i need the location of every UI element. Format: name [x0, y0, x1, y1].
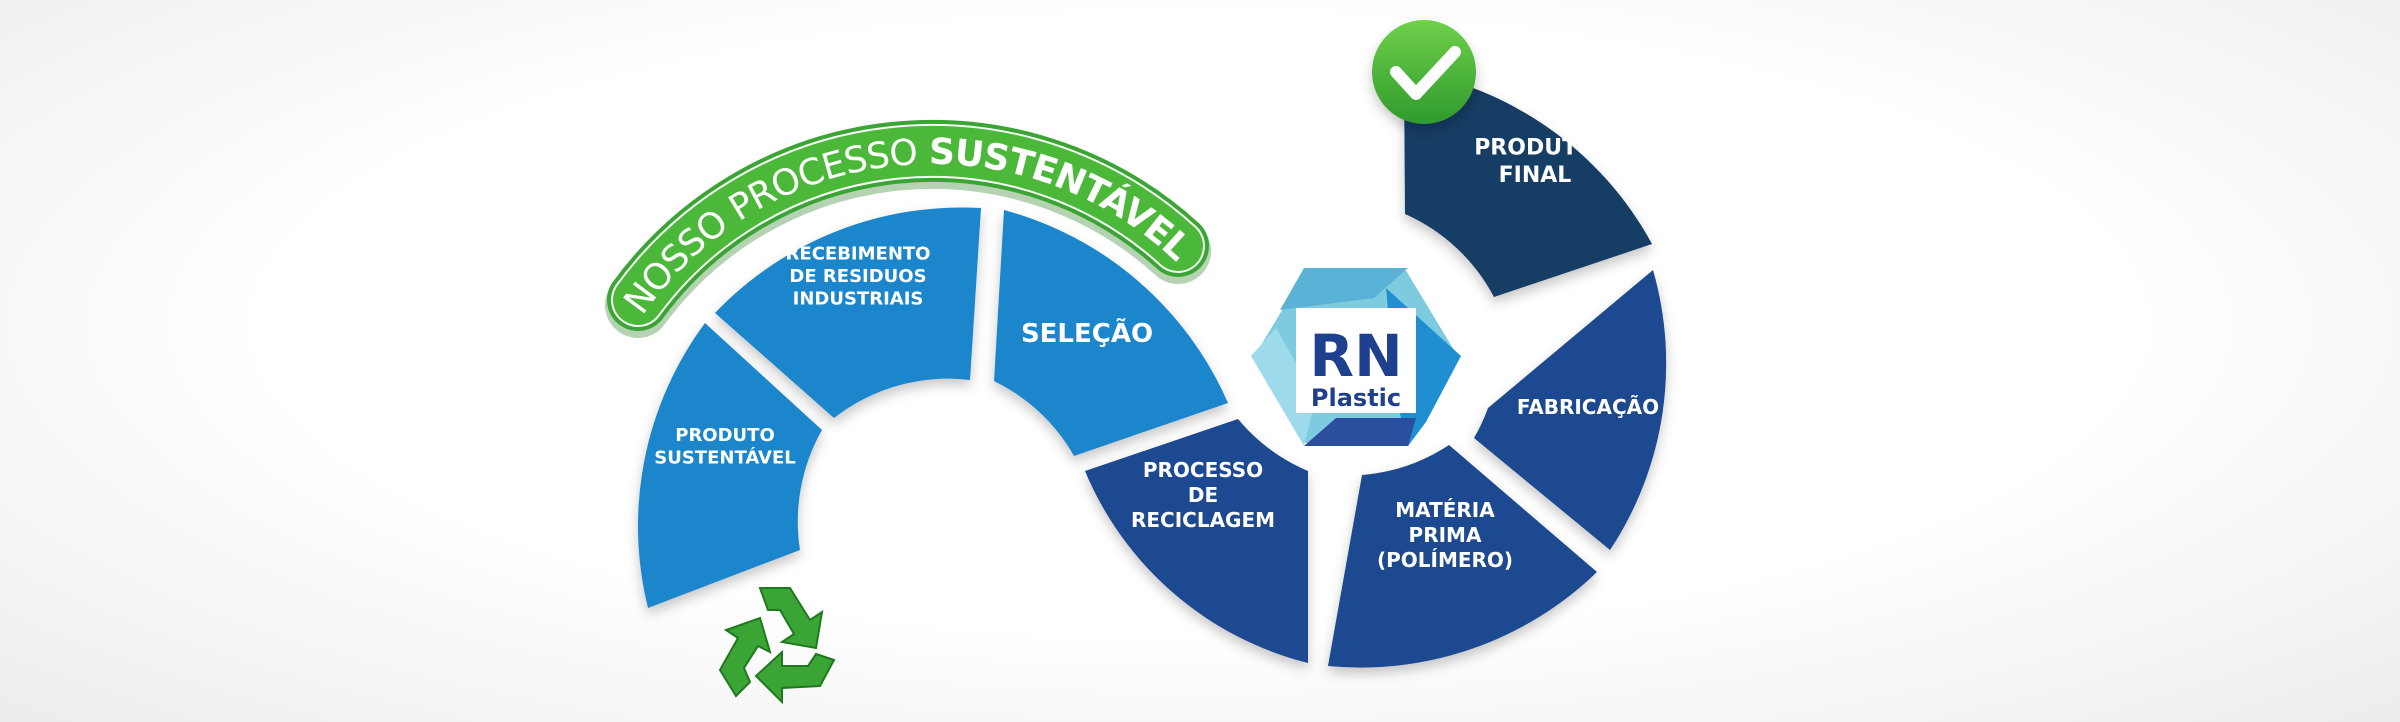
segment-materia-prima [1328, 445, 1597, 668]
segment-label-line: MATÉRIA [1395, 498, 1495, 522]
logo-brand: RN [1309, 322, 1402, 390]
segment-fabricacao [1474, 270, 1667, 550]
segment-label-line: SELEÇÃO [1021, 317, 1153, 349]
segment-label-line: DE [1188, 483, 1218, 507]
check-circle-icon [1372, 20, 1476, 124]
label-produto-final: PRODUTO FINAL [1474, 135, 1596, 188]
segment-label-line: FABRICAÇÃO [1517, 395, 1659, 419]
segment-label-line: RECEBIMENTO [786, 244, 931, 265]
segment-label-line: (POLÍMERO) [1377, 548, 1513, 572]
segment-label-line: RECICLAGEM [1131, 508, 1275, 532]
segment-recebimento [715, 207, 981, 418]
segment-label-line: INDUSTRIAIS [793, 289, 924, 310]
logo: RN Plastic [1248, 265, 1464, 449]
segment-produto-final [1404, 70, 1652, 297]
label-fabricacao: FABRICAÇÃO [1517, 395, 1659, 419]
segment-processo-reciclagem [1085, 419, 1308, 663]
segment-label-line: PRODUTO [1474, 135, 1596, 160]
segment-label-line: PRIMA [1409, 523, 1482, 547]
logo-sub: Plastic [1311, 384, 1401, 412]
segment-selecao [994, 210, 1228, 456]
segment-label-line: SUSTENTÁVEL [654, 446, 795, 468]
label-selecao: SELEÇÃO [1021, 317, 1153, 349]
segment-label-line: FINAL [1499, 163, 1572, 188]
recycle-icon [718, 587, 836, 705]
segment-label-line: DE RESIDUOS [789, 266, 926, 287]
segment-label-line: PROCESSO [1143, 458, 1263, 482]
segment-produto-sustentavel [637, 323, 822, 608]
segment-label-line: PRODUTO [675, 425, 775, 446]
